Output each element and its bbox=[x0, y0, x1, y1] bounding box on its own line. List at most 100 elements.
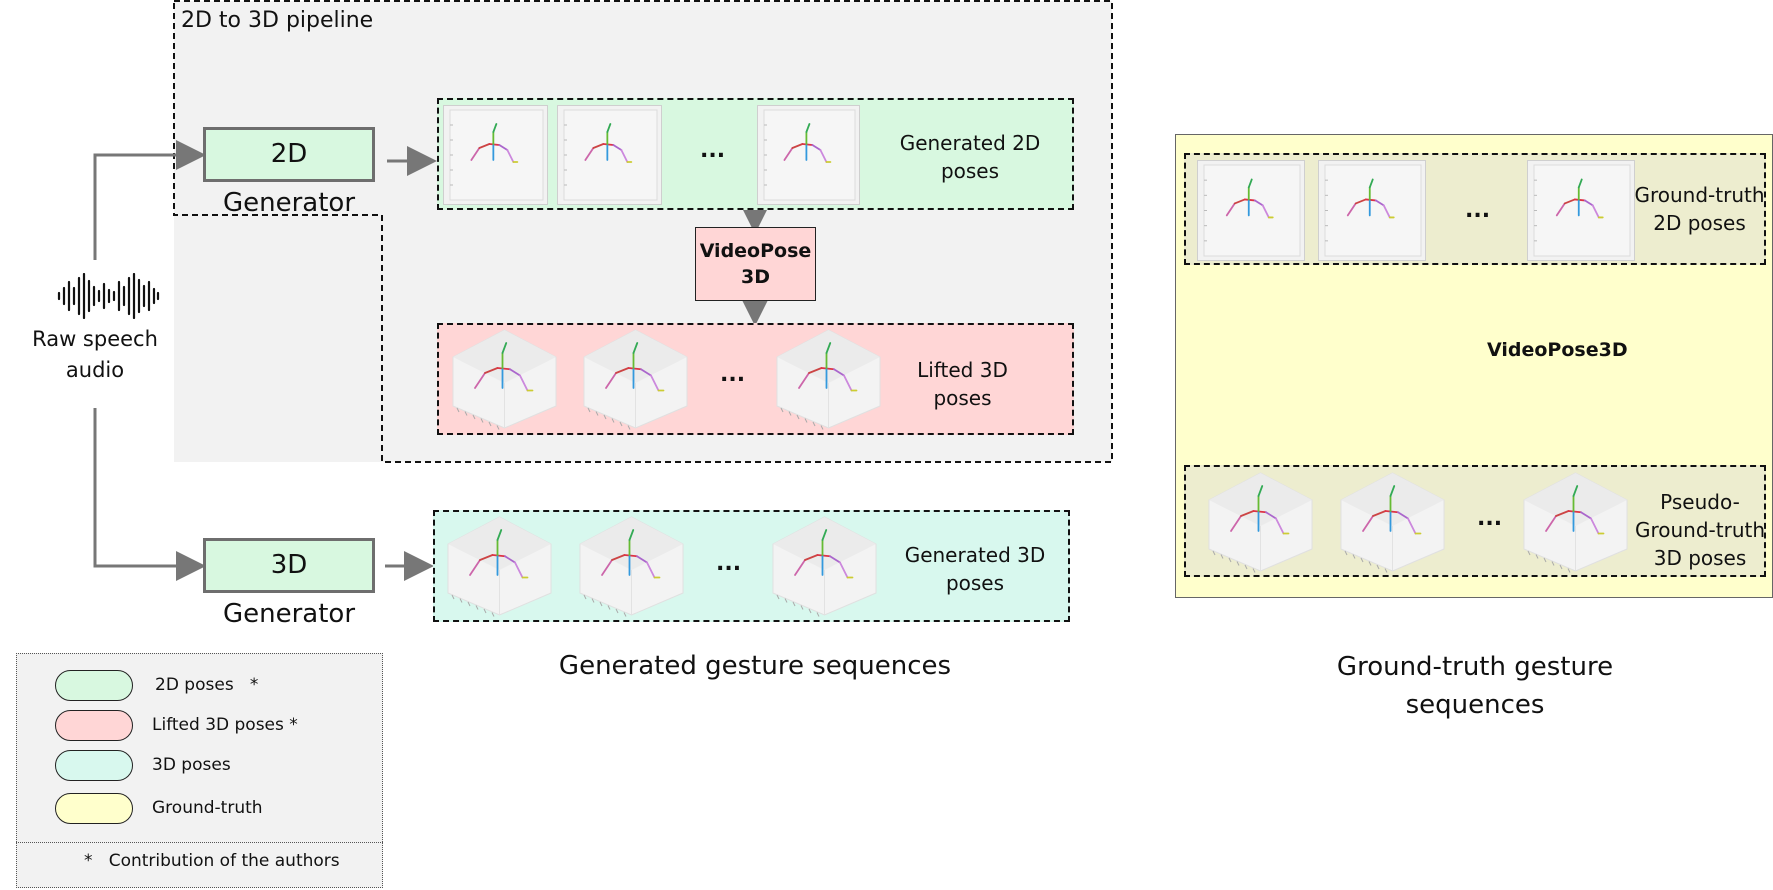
gt-3d-label-line2: Ground-truth bbox=[1634, 518, 1766, 542]
skeleton-bone bbox=[811, 144, 822, 151]
gt-2d-label-line1: Ground-truth bbox=[1634, 183, 1765, 207]
skeleton-bone bbox=[1397, 511, 1409, 520]
skeleton-bone bbox=[798, 372, 810, 389]
axis-tick bbox=[792, 601, 796, 607]
skeleton-bone bbox=[783, 147, 794, 161]
axis-tick bbox=[1252, 568, 1256, 573]
skeleton-bone bbox=[514, 561, 524, 579]
skeleton-bone bbox=[1577, 178, 1583, 189]
2d-pose-thumbnail bbox=[443, 105, 548, 205]
skeleton-bone bbox=[606, 123, 612, 133]
axis-tick bbox=[808, 608, 812, 614]
axis-tick bbox=[1384, 568, 1388, 573]
skeleton-bone bbox=[839, 561, 849, 579]
skeleton-bone bbox=[843, 374, 853, 392]
axis-tick bbox=[595, 411, 599, 416]
skeleton-bone bbox=[1555, 510, 1570, 517]
axis-tick bbox=[583, 594, 587, 600]
axis-tick bbox=[796, 414, 800, 420]
2d-pose-thumbnail bbox=[1527, 160, 1635, 261]
3d-generator-box: 3D Generator bbox=[203, 538, 375, 629]
ellipsis: ... bbox=[1477, 506, 1503, 531]
skeleton-bone bbox=[1591, 204, 1600, 219]
axis-tick bbox=[607, 605, 611, 610]
legend-swatch-2d bbox=[55, 670, 133, 701]
plot-cube-top bbox=[448, 517, 551, 570]
skeleton-bone bbox=[496, 529, 503, 541]
axis-tick bbox=[1236, 561, 1240, 566]
generated-3d-label-line1: Generated 3D bbox=[904, 543, 1046, 567]
skeleton-bone bbox=[611, 554, 626, 561]
skeleton-bone bbox=[1374, 199, 1385, 207]
skeleton-bone bbox=[1572, 485, 1579, 497]
skeleton-bone bbox=[474, 372, 486, 389]
axis-tick bbox=[627, 425, 631, 430]
axis-tick bbox=[1352, 554, 1356, 559]
axis-tick bbox=[451, 594, 455, 600]
2d-pose-thumbnail bbox=[557, 105, 662, 205]
lifted-3d-label-line1: Lifted 3D bbox=[917, 358, 1008, 382]
legend-footnote: * Contribution of the authors bbox=[84, 851, 340, 871]
generated-caption: Generated gesture sequences bbox=[558, 651, 952, 681]
skeleton-bone bbox=[479, 554, 494, 561]
axis-tick bbox=[820, 425, 824, 430]
skeleton-bone bbox=[592, 143, 605, 149]
skeleton-bone bbox=[1247, 178, 1253, 189]
skeleton-bone bbox=[791, 143, 804, 149]
skeleton-bone bbox=[1555, 202, 1566, 217]
arrow-audio-to-3d-generator bbox=[93, 408, 206, 581]
arrow-audio-to-2d-generator bbox=[93, 140, 206, 260]
axis-tick bbox=[472, 414, 476, 420]
skeleton-bone bbox=[819, 149, 828, 163]
skeleton-bone bbox=[1563, 198, 1576, 205]
skeleton-bone bbox=[805, 123, 811, 133]
axis-tick bbox=[804, 418, 808, 423]
3d-pose-thumbnail bbox=[574, 513, 689, 619]
legend-swatch-gt bbox=[55, 793, 133, 824]
skeleton-bone bbox=[1240, 510, 1255, 517]
skeleton-bone bbox=[509, 368, 521, 377]
pipeline-title: 2D to 3D pipeline bbox=[181, 8, 374, 33]
axis-tick bbox=[475, 605, 479, 610]
2d-generator-label: 2D Generator bbox=[222, 139, 356, 218]
axis-tick bbox=[1543, 557, 1547, 563]
3d-pose-thumbnail bbox=[447, 326, 562, 432]
gt-2d-label-line2: 2D poses bbox=[1653, 211, 1746, 235]
pipeline-region-border bbox=[173, 0, 1113, 463]
skeleton-bone bbox=[605, 372, 617, 389]
skeleton-bone bbox=[484, 367, 499, 374]
skeleton-bone bbox=[620, 149, 629, 163]
skeleton-bone bbox=[584, 147, 595, 161]
legend-divider bbox=[16, 842, 383, 843]
skeleton-bone bbox=[504, 555, 516, 564]
axis-tick bbox=[780, 407, 784, 413]
legend-swatch-3d bbox=[55, 750, 133, 781]
skeleton-bone bbox=[1545, 515, 1557, 532]
skeleton-bone bbox=[1265, 511, 1277, 520]
generated-2d-label-line2: poses bbox=[940, 159, 1000, 183]
audio-label-line2: audio bbox=[65, 358, 125, 382]
legend-label-gt: Ground-truth bbox=[152, 798, 263, 818]
skeleton-bone bbox=[1389, 485, 1396, 497]
axis-tick bbox=[1360, 557, 1364, 563]
skeleton-bone bbox=[632, 342, 639, 354]
skeleton-bone bbox=[501, 342, 508, 354]
axis-tick bbox=[480, 418, 484, 423]
ellipsis: ... bbox=[700, 138, 726, 163]
axis-tick bbox=[812, 421, 816, 427]
axis-tick bbox=[491, 612, 495, 617]
gt-2d-label: Ground-truth 2D poses bbox=[1632, 181, 1767, 237]
axis-tick bbox=[1559, 564, 1563, 570]
3d-generator-label: 3D Generator bbox=[222, 550, 356, 629]
audio-waveform-icon bbox=[57, 273, 160, 319]
axis-tick bbox=[591, 598, 595, 603]
skeleton-bone bbox=[506, 149, 515, 163]
axis-tick bbox=[464, 411, 468, 416]
3d-pose-thumbnail bbox=[767, 513, 882, 619]
skeleton-bone bbox=[1230, 515, 1242, 532]
axis-tick bbox=[1567, 568, 1571, 573]
skeleton-bone bbox=[1368, 178, 1374, 189]
lifted-3d-label: Lifted 3D poses bbox=[890, 356, 1035, 412]
axis-tick bbox=[776, 594, 780, 600]
skeleton-bone bbox=[602, 143, 615, 146]
